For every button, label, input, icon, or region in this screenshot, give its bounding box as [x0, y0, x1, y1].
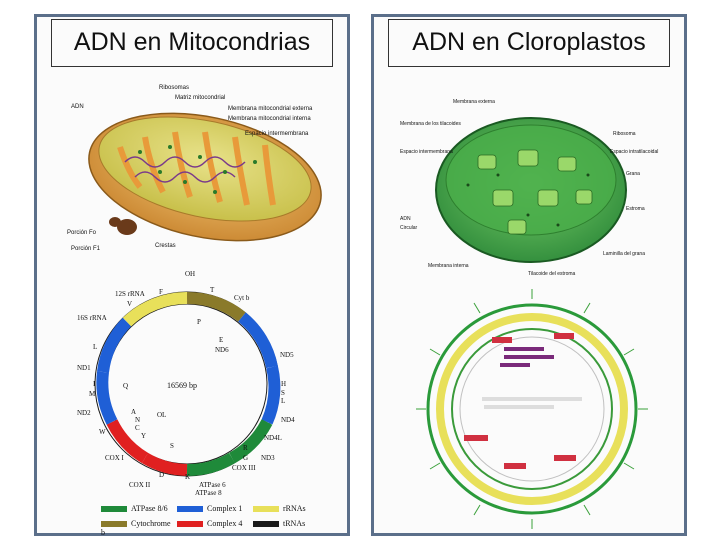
- label-tilacoide: Tilacoide del estroma: [528, 271, 576, 277]
- gene-blocks-gray: [482, 397, 582, 409]
- label-grana: Grana: [626, 171, 640, 177]
- label-circular: Circular: [400, 225, 418, 231]
- label-espacio: Espacio intermembrana: [245, 131, 309, 137]
- segment-cox3: [232, 422, 267, 458]
- svg-text:COX III: COX III: [232, 464, 256, 472]
- stroma: [446, 125, 616, 235]
- svg-text:12S rRNA: 12S rRNA: [115, 290, 145, 298]
- segment-cox2: [145, 458, 187, 470]
- legend-item: rRNAs: [253, 504, 313, 513]
- svg-text:F: F: [159, 288, 163, 296]
- label-espacio-intermembrana: Espacio intermembrana: [400, 149, 453, 155]
- label-membrana-interna: Membrana mitocondrial interna: [228, 116, 311, 122]
- svg-text:W: W: [99, 428, 106, 436]
- segment-nd5: [242, 317, 272, 367]
- svg-text:COX II: COX II: [129, 481, 151, 489]
- label-membrana-externa: Membrana externa: [453, 99, 495, 105]
- svg-text:M: M: [89, 390, 96, 398]
- label-ribosomas: Ribosomas: [159, 85, 189, 91]
- svg-text:R: R: [243, 444, 248, 452]
- svg-text:E: E: [219, 336, 223, 344]
- svg-text:ND2: ND2: [77, 409, 91, 417]
- svg-text:ND3: ND3: [261, 454, 275, 462]
- svg-text:S: S: [281, 389, 285, 397]
- slide-panel-mitochondria: ADN en Mitocondrias: [34, 14, 350, 536]
- slide-title: ADN en Mitocondrias: [37, 17, 347, 67]
- label-adn: ADN: [71, 104, 84, 110]
- svg-text:OL: OL: [157, 411, 166, 419]
- svg-text:S: S: [170, 442, 174, 450]
- label-espacio-intratilacoidal: Espacio intratilacoidal: [610, 149, 658, 155]
- svg-text:ND4: ND4: [281, 416, 295, 424]
- label-crestas: Crestas: [155, 243, 176, 249]
- svg-text:T: T: [210, 286, 215, 294]
- mito-genome-map: OH F T 12S rRNA Cyt b V 16S rRNA P E ND6…: [67, 262, 323, 502]
- label-ribosoma: Ribosoma: [613, 131, 636, 137]
- legend-item: Complex 4: [177, 519, 247, 537]
- segment-atpase: [187, 458, 232, 470]
- svg-text:D: D: [159, 471, 164, 479]
- mitochondrion-illustration: ADN Ribosomas Matriz mitocondrial Membra…: [65, 77, 323, 257]
- chloro-genome-map: [404, 285, 660, 533]
- svg-text:A: A: [131, 408, 136, 416]
- svg-text:P: P: [197, 318, 201, 326]
- svg-text:ATPase 8: ATPase 8: [195, 489, 222, 497]
- svg-text:L: L: [93, 343, 97, 351]
- svg-text:ND1: ND1: [77, 364, 91, 372]
- legend-item: ATPase 8/6: [101, 504, 171, 513]
- label-membrana-interna: Membrana interna: [428, 263, 469, 269]
- label-porcion-fo: Porción Fo: [67, 230, 97, 236]
- svg-text:16S rRNA: 16S rRNA: [77, 314, 107, 322]
- label-matriz: Matriz mitocondrial: [175, 95, 225, 101]
- label-membrana-tilacoides: Membrana de los tilacoides: [400, 121, 461, 127]
- label-membrana-externa: Membrana mitocondrial externa: [228, 106, 313, 112]
- svg-text:K: K: [185, 473, 190, 481]
- svg-text:G: G: [243, 454, 248, 462]
- svg-text:ND5: ND5: [280, 351, 294, 359]
- svg-text:ND6: ND6: [215, 346, 229, 354]
- svg-text:L: L: [281, 397, 285, 405]
- label-laminilla: Laminilla del grana: [603, 251, 645, 257]
- legend-item: tRNAs: [253, 519, 313, 537]
- slide-panel-chloroplast: ADN en Cloroplastos Membrana externa Mem…: [371, 14, 687, 536]
- segment-cox1: [112, 422, 145, 458]
- genome-legend: ATPase 8/6 Complex 1 rRNAs Cytochrome b …: [101, 504, 313, 537]
- genome-size-label: 16569 bp: [167, 381, 197, 390]
- svg-text:C: C: [135, 424, 140, 432]
- label-porcion-f1: Porción F1: [71, 246, 101, 252]
- segment-nd4: [267, 367, 274, 422]
- svg-text:H: H: [281, 380, 286, 388]
- svg-text:COX I: COX I: [105, 454, 125, 462]
- svg-text:ND4L: ND4L: [264, 434, 282, 442]
- segment-nd2: [102, 372, 112, 422]
- svg-text:I: I: [93, 380, 96, 388]
- legend-item: Complex 1: [177, 504, 247, 513]
- gene-blocks-purple: [500, 347, 554, 367]
- svg-text:V: V: [127, 300, 132, 308]
- svg-text:Cyt b: Cyt b: [234, 294, 250, 302]
- chloroplast-illustration: Membrana externa Membrana de los tilacoi…: [398, 95, 664, 280]
- legend-item: Cytochrome b: [101, 519, 171, 537]
- label-adn: ADN: [400, 216, 411, 222]
- svg-text:ATPase 6: ATPase 6: [199, 481, 226, 489]
- slide-title: ADN en Cloroplastos: [374, 17, 684, 67]
- svg-text:Y: Y: [141, 432, 146, 440]
- svg-text:OH: OH: [185, 270, 195, 278]
- svg-text:Q: Q: [123, 382, 128, 390]
- segment-nd1: [103, 322, 127, 372]
- label-estroma: Estroma: [626, 206, 645, 212]
- svg-text:N: N: [135, 416, 140, 424]
